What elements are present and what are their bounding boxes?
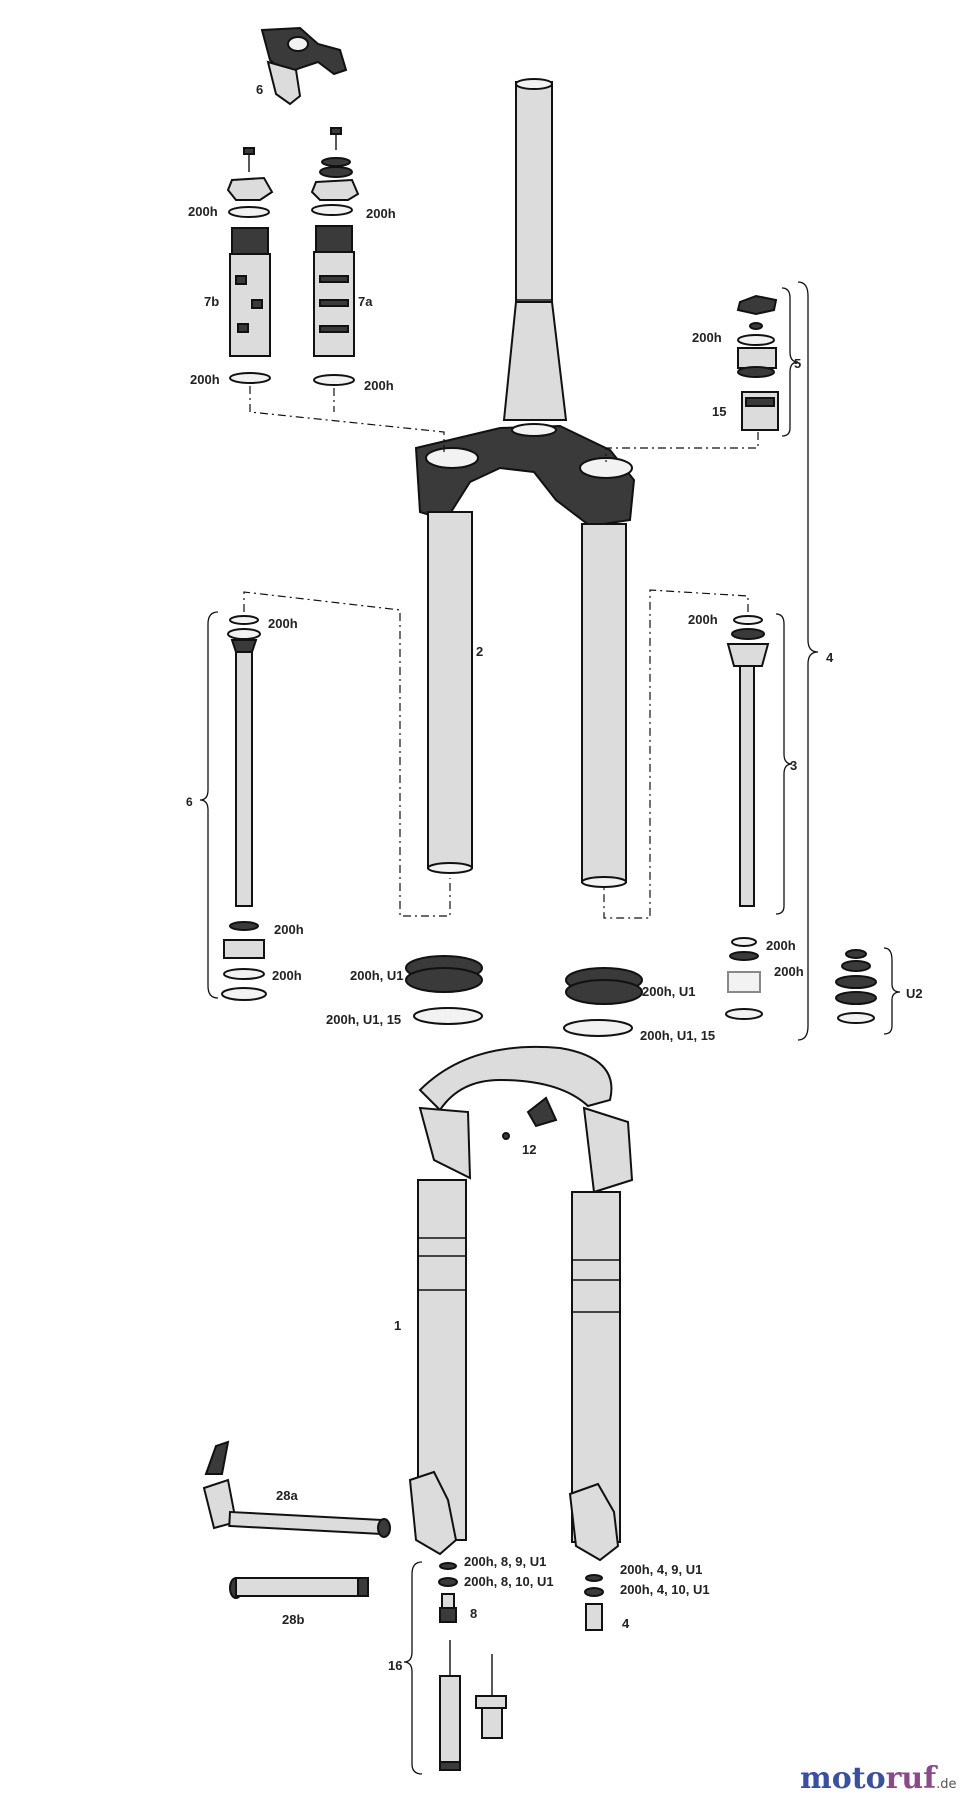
stanchion-left (427, 511, 473, 874)
label-6-top: 6 (256, 82, 263, 97)
crown (414, 423, 636, 528)
label-200h: 200h (366, 206, 396, 221)
label-seal-left-1: 200h, U1 (350, 968, 403, 983)
label-8: 8 (470, 1606, 477, 1621)
label-seal-right-2: 200h, U1, 15 (640, 1028, 715, 1043)
thru-axle-28a (202, 1440, 391, 1538)
label-28b: 28b (282, 1612, 304, 1627)
watermark-brand-a: moto (800, 1761, 886, 1796)
label-28a: 28a (276, 1488, 298, 1503)
lower-leg-right (568, 1191, 621, 1562)
top-cap-7a (310, 127, 360, 216)
label-200h: 200h (190, 372, 220, 387)
label-6-left: 6 (186, 795, 193, 809)
label-12: 12 (522, 1142, 536, 1157)
callout-labels: 6 200h 200h 7b 7a 200h 200h 200h 5 15 4 … (186, 82, 923, 1673)
top-cap-7b (226, 147, 274, 218)
bottom-bolt-right (584, 1574, 604, 1631)
air-spring-shaft-right (725, 615, 770, 1020)
lower-leg-arch (418, 1045, 634, 1194)
label-7a: 7a (358, 294, 373, 309)
dust-seal-left (405, 955, 483, 1025)
thru-axle-28b (229, 1577, 369, 1599)
label-bottom-right-1: 200h, 4, 9, U1 (620, 1562, 702, 1577)
label-16: 16 (388, 1658, 402, 1673)
label-200h: 200h (364, 378, 394, 393)
steerer-tube (502, 78, 568, 421)
lower-leg-left (408, 1179, 467, 1556)
label-200h: 200h (688, 612, 718, 627)
watermark-brand-b: ruf (886, 1761, 939, 1796)
label-seal-left-2: 200h, U1, 15 (326, 1012, 401, 1027)
braces (199, 281, 901, 1775)
label-200h: 200h (692, 330, 722, 345)
label-bottom-left-1: 200h, 8, 9, U1 (464, 1554, 546, 1569)
stanchion-right (581, 523, 627, 888)
damper-cartridge-7b (229, 227, 271, 384)
label-3: 3 (790, 758, 797, 773)
label-200h: 200h (274, 922, 304, 937)
label-200h: 200h (766, 938, 796, 953)
label-2: 2 (476, 644, 483, 659)
label-bottom-left-2: 200h, 8, 10, U1 (464, 1574, 554, 1589)
watermark: motoruf.de (800, 1761, 957, 1796)
label-200h: 200h (268, 616, 298, 631)
label-u2: U2 (906, 986, 923, 1001)
label-200h: 200h (272, 968, 302, 983)
svg-text:motoruf.de: motoruf.de (800, 1761, 957, 1796)
label-200h: 200h (188, 204, 218, 219)
dust-seal-right (563, 967, 643, 1037)
watermark-tld: .de (936, 1777, 956, 1792)
damper-cartridge-7a (313, 225, 355, 386)
label-15: 15 (712, 404, 726, 419)
guide-lines (243, 386, 759, 919)
label-200h: 200h (774, 964, 804, 979)
label-7b: 7b (204, 294, 219, 309)
remote-lever (260, 26, 348, 106)
seal-kit-u2 (835, 949, 877, 1024)
label-4-bottom: 4 (622, 1616, 630, 1631)
bottom-bolt-left (438, 1562, 458, 1623)
label-bottom-right-2: 200h, 4, 10, U1 (620, 1582, 710, 1597)
label-seal-right-1: 200h, U1 (642, 984, 695, 999)
damper-shaft-left (221, 615, 267, 1001)
rebound-knob-assembly (439, 1640, 507, 1771)
label-1: 1 (394, 1318, 401, 1333)
label-4: 4 (826, 650, 834, 665)
label-5: 5 (794, 356, 801, 371)
air-cap-assembly (736, 294, 779, 431)
